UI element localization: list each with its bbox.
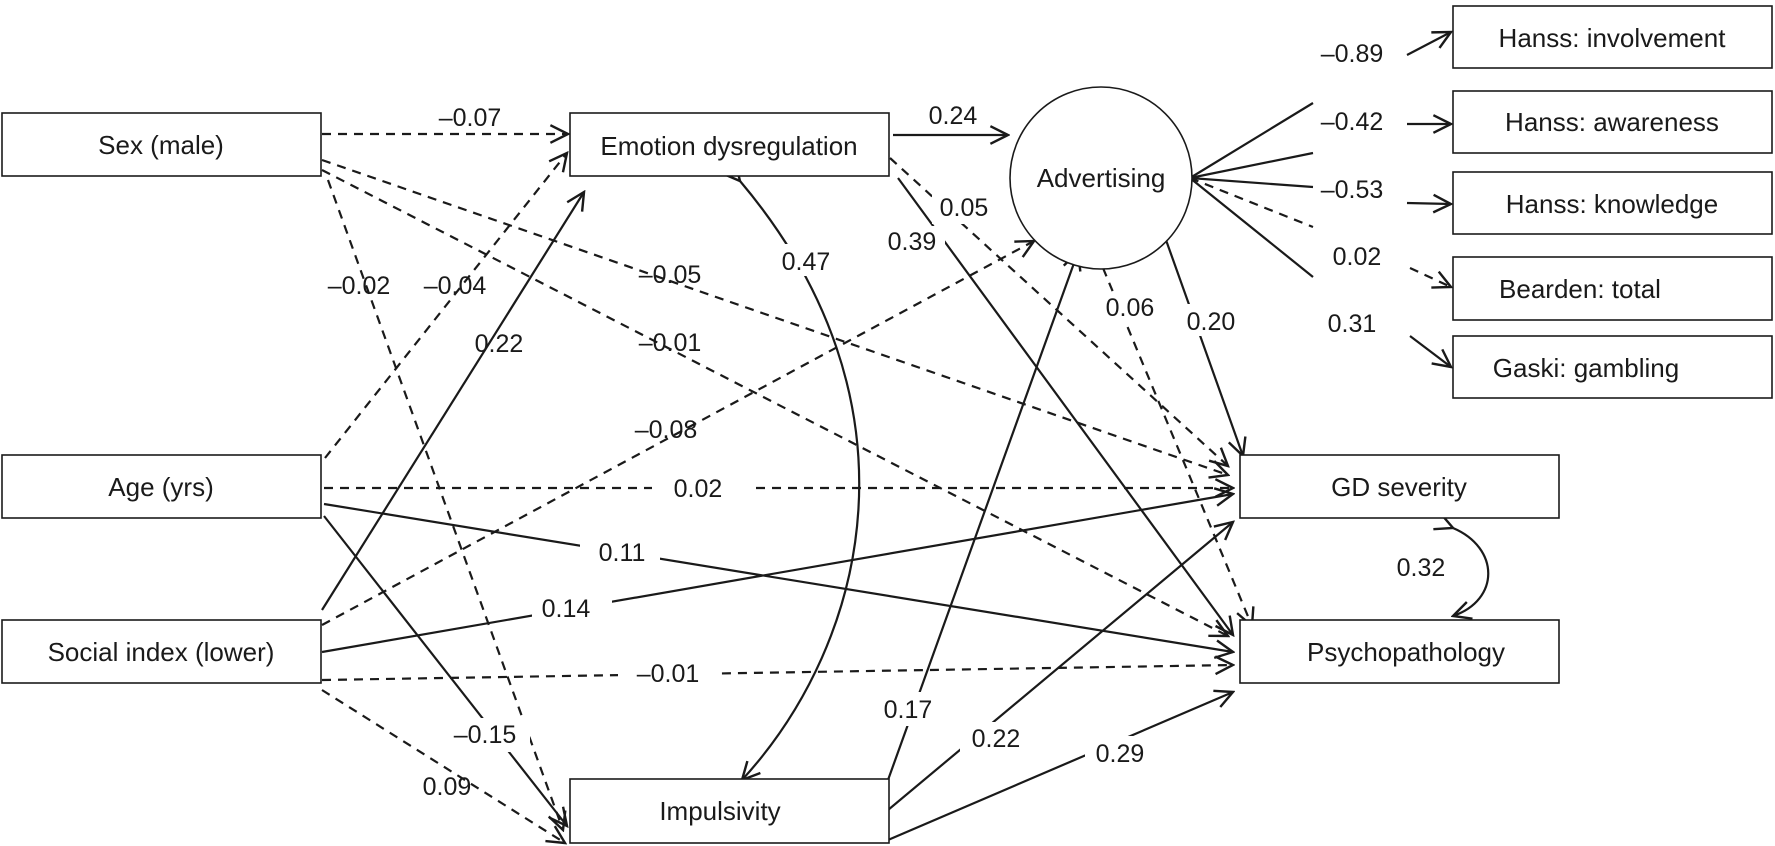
coef-age-emotion: –0.04 xyxy=(424,272,487,300)
coef-age-gd: 0.02 xyxy=(674,475,723,503)
coef-social-gd: 0.14 xyxy=(542,595,591,623)
edge-sex-psycho xyxy=(321,169,1228,636)
coef-social-impulsivity: 0.09 xyxy=(423,773,472,801)
node-age: Age (yrs) xyxy=(1,454,322,519)
node-gd: GD severity xyxy=(1239,454,1560,519)
node-bearden-total: Bearden: total xyxy=(1452,256,1773,321)
node-bearden-total-label: Bearden: total xyxy=(1499,274,1661,304)
node-hanss-awareness: Hanss: awareness xyxy=(1452,90,1773,154)
node-hanss-knowledge-label: Hanss: knowledge xyxy=(1506,189,1718,219)
coef-emotion-impulsivity-cov: 0.47 xyxy=(782,248,831,276)
edge-social-emotion xyxy=(321,192,584,611)
nodes: Sex (male) Age (yrs) Social index (lower… xyxy=(1,5,1773,844)
coef-gd-psycho-cov: 0.32 xyxy=(1397,554,1446,582)
coef-impulsivity-advertising: 0.17 xyxy=(884,696,933,724)
edge-advertising-psycho xyxy=(1101,267,1252,626)
coef-age-impulsivity: –0.15 xyxy=(454,721,517,749)
loading-gaski xyxy=(1409,335,1451,367)
node-gd-label: GD severity xyxy=(1331,472,1467,502)
coef-load-gaski: 0.31 xyxy=(1328,310,1377,338)
loading-knowledge xyxy=(1406,203,1451,204)
coef-sex-psycho: –0.01 xyxy=(639,329,702,357)
node-gaski-gambling: Gaski: gambling xyxy=(1452,335,1773,399)
coefficient-labels: –0.07 –0.02 –0.04 –0.05 –0.01 0.22 –0.08… xyxy=(328,40,1446,801)
coef-sex-emotion: –0.07 xyxy=(439,104,502,132)
coef-load-knowledge: –0.53 xyxy=(1321,176,1384,204)
coef-advertising-psycho: 0.06 xyxy=(1106,294,1155,322)
node-hanss-awareness-label: Hanss: awareness xyxy=(1505,107,1719,137)
node-social-label: Social index (lower) xyxy=(48,637,275,667)
node-sex: Sex (male) xyxy=(1,112,322,177)
node-gaski-gambling-label: Gaski: gambling xyxy=(1493,353,1679,383)
coef-impulsivity-gd: 0.22 xyxy=(972,725,1021,753)
edge-advertising-gd xyxy=(1164,239,1243,456)
coef-emotion-psycho: 0.39 xyxy=(888,228,937,256)
coef-sex-gd: –0.05 xyxy=(639,261,702,289)
node-social: Social index (lower) xyxy=(1,619,322,684)
node-sex-label: Sex (male) xyxy=(98,130,224,160)
coef-emotion-advertising: 0.24 xyxy=(929,102,978,130)
coef-impulsivity-psycho: 0.29 xyxy=(1096,740,1145,768)
edge-social-gd xyxy=(321,494,1233,654)
node-emotion: Emotion dysregulation xyxy=(569,112,890,177)
edge-impulsivity-gd xyxy=(887,522,1233,811)
edge-sex-impulsivity xyxy=(326,179,563,830)
node-impulsivity-label: Impulsivity xyxy=(659,796,780,826)
loading-awareness-main xyxy=(1189,102,1314,179)
node-hanss-involvement-label: Hanss: involvement xyxy=(1499,23,1727,53)
edge-social-psycho xyxy=(321,665,1233,682)
loading-bearden-main xyxy=(1189,176,1314,229)
coef-social-psycho: –0.01 xyxy=(637,660,700,688)
node-psycho-label: Psychopathology xyxy=(1307,637,1505,667)
coef-social-emotion: 0.22 xyxy=(475,330,524,358)
node-advertising: Advertising xyxy=(1009,86,1193,270)
node-emotion-label: Emotion dysregulation xyxy=(600,131,857,161)
edge-age-emotion xyxy=(324,153,567,459)
edge-social-advertising xyxy=(321,241,1034,626)
edge-age-psycho xyxy=(323,502,1233,652)
node-psycho: Psychopathology xyxy=(1239,619,1560,684)
loading-gaski-main xyxy=(1189,176,1314,189)
coef-advertising-gd: 0.20 xyxy=(1187,308,1236,336)
loading-involvement xyxy=(1406,32,1451,56)
node-age-label: Age (yrs) xyxy=(108,472,213,502)
node-advertising-label: Advertising xyxy=(1037,163,1166,193)
node-hanss-involvement: Hanss: involvement xyxy=(1452,5,1773,69)
edge-social-impulsivity xyxy=(321,689,565,843)
edge-emotion-psycho xyxy=(897,177,1233,635)
loading-gaski-root xyxy=(1189,177,1314,278)
coef-sex-impulsivity: –0.02 xyxy=(328,272,391,300)
edge-impulsivity-psycho xyxy=(887,692,1233,842)
loading-bearden xyxy=(1409,267,1451,287)
edge-gd-psycho-cov xyxy=(1453,528,1490,616)
coef-social-advertising: –0.08 xyxy=(635,416,698,444)
edge-age-impulsivity xyxy=(323,515,567,826)
node-impulsivity: Impulsivity xyxy=(569,778,890,844)
coef-load-bearden: 0.02 xyxy=(1333,243,1382,271)
loading-knowledge-main xyxy=(1189,151,1314,180)
node-hanss-knowledge: Hanss: knowledge xyxy=(1452,171,1773,235)
edge-emotion-gd xyxy=(889,157,1228,466)
coef-load-involvement: –0.89 xyxy=(1321,40,1384,68)
coef-emotion-gd: 0.05 xyxy=(940,194,989,222)
coef-age-psycho: 0.11 xyxy=(599,539,646,567)
coef-load-awareness: –0.42 xyxy=(1321,108,1384,136)
